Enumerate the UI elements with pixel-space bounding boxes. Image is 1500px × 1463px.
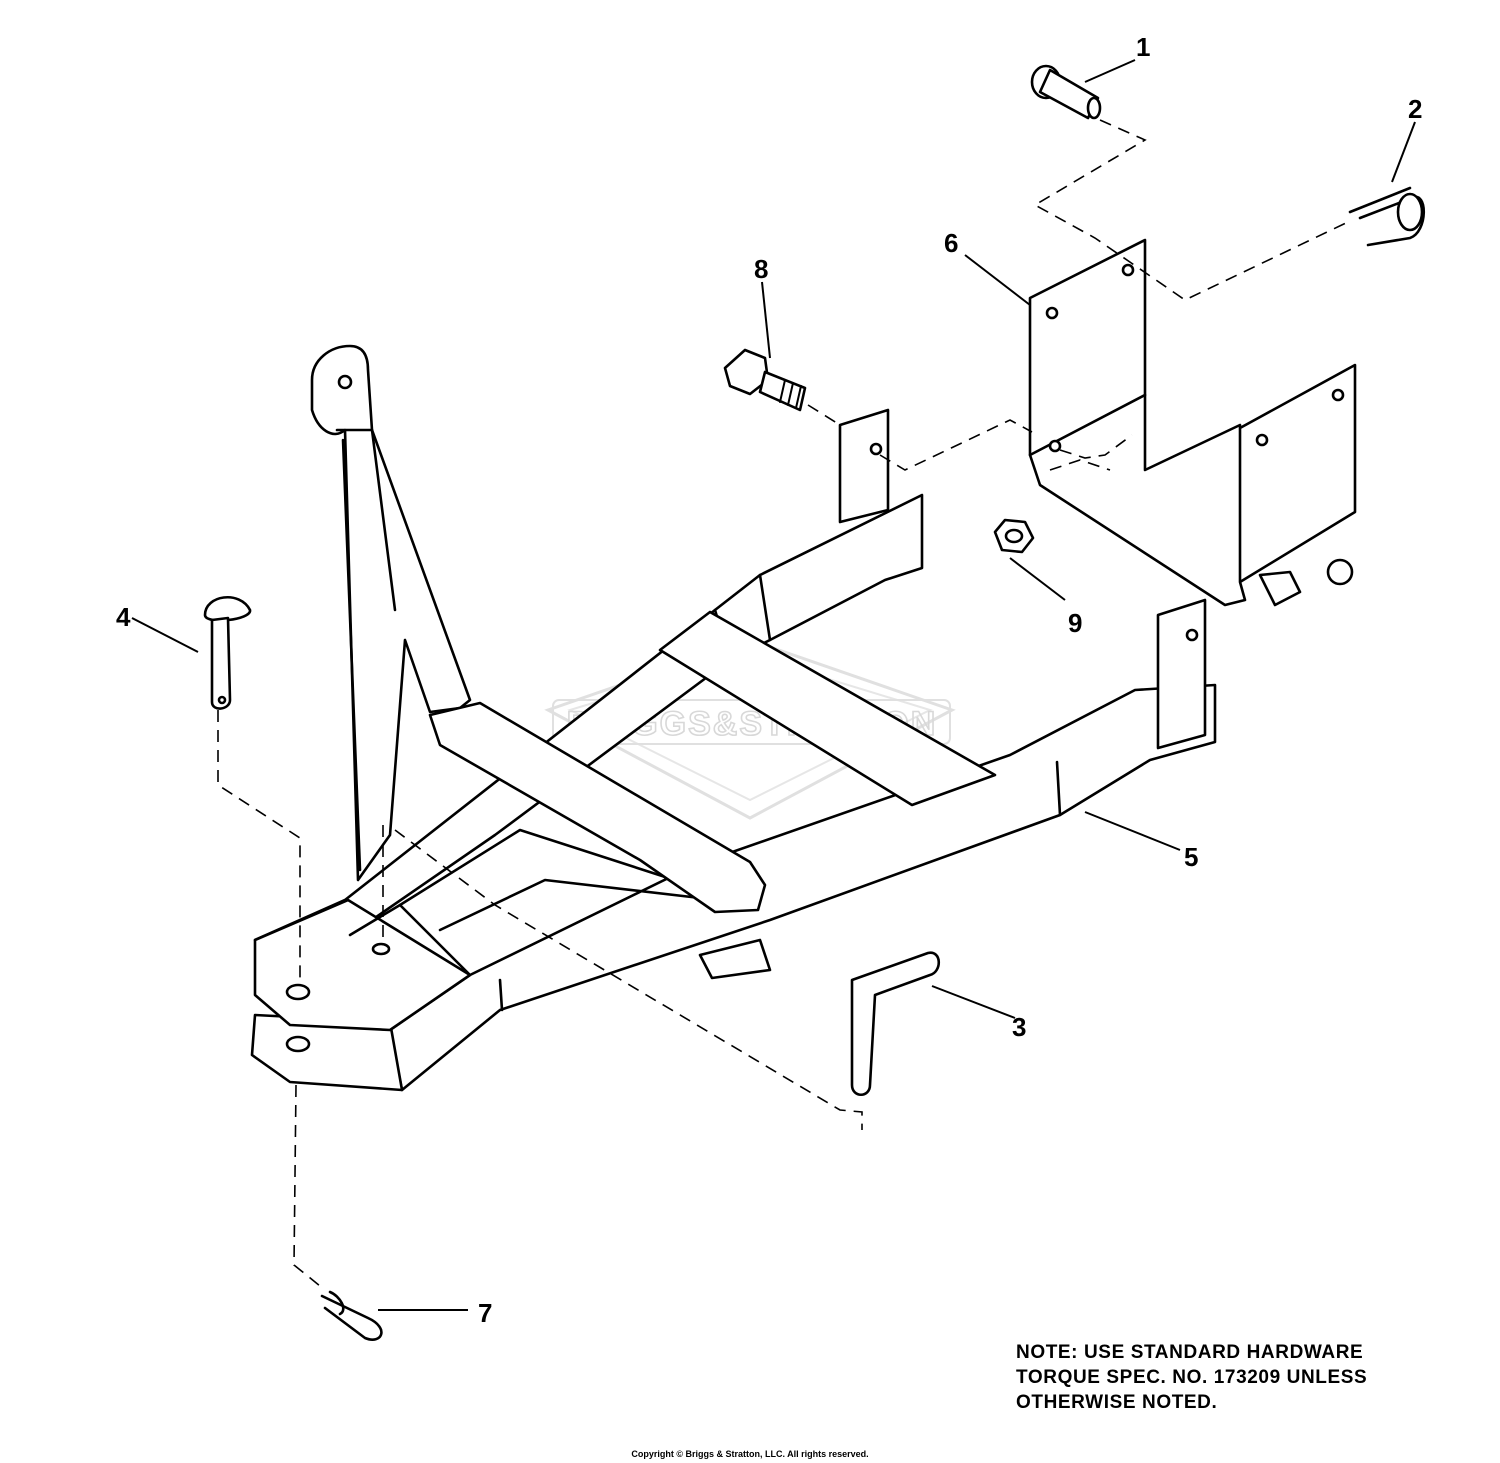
note-line-1: NOTE: USE STANDARD HARDWARE bbox=[1016, 1342, 1364, 1363]
spring-clip-part-2 bbox=[1348, 186, 1425, 247]
callout-7: 7 bbox=[478, 1298, 492, 1328]
hitch-upright bbox=[310, 344, 472, 882]
callout-9: 9 bbox=[1068, 608, 1082, 638]
frame-left-post bbox=[838, 408, 890, 524]
bolt-part-8 bbox=[723, 348, 807, 412]
callout-numbers: 1 2 3 4 5 6 7 8 9 bbox=[116, 32, 1422, 1328]
callout-4: 4 bbox=[116, 602, 131, 632]
frame-upper-plate bbox=[253, 898, 472, 1032]
callout-1: 1 bbox=[1136, 32, 1150, 62]
clevis-pin-part-1 bbox=[1030, 64, 1102, 120]
copyright-notice: Copyright © Briggs & Stratton, LLC. All … bbox=[631, 1449, 869, 1459]
frame-right-post bbox=[1156, 598, 1207, 750]
note-line-2: TORQUE SPEC. NO. 173209 UNLESS bbox=[1016, 1367, 1368, 1388]
u-bracket-part-6 bbox=[1028, 238, 1357, 607]
frame-cross-bar bbox=[658, 610, 997, 807]
leader-lines bbox=[131, 59, 1416, 1311]
frame-left-rail bbox=[253, 493, 924, 942]
callout-3: 3 bbox=[1012, 1012, 1026, 1042]
assembly-lines bbox=[217, 119, 1349, 1291]
frame-diagonal-brace bbox=[428, 701, 767, 914]
l-pin-part-3 bbox=[850, 951, 941, 1097]
callout-2: 2 bbox=[1408, 94, 1422, 124]
callout-6: 6 bbox=[944, 228, 958, 258]
hitch-frame-part-5 bbox=[250, 344, 1217, 1092]
frame-hitch-tab bbox=[698, 938, 772, 980]
callout-5: 5 bbox=[1184, 842, 1198, 872]
hairpin-cotter-part-7 bbox=[320, 1290, 383, 1341]
hardware-torque-note: NOTE: USE STANDARD HARDWARE TORQUE SPEC.… bbox=[1016, 1340, 1456, 1415]
nut-part-9 bbox=[993, 518, 1035, 554]
note-line-3: OTHERWISE NOTED. bbox=[1016, 1392, 1218, 1413]
hitch-pin-part-4 bbox=[203, 595, 252, 710]
callout-8: 8 bbox=[754, 254, 768, 284]
